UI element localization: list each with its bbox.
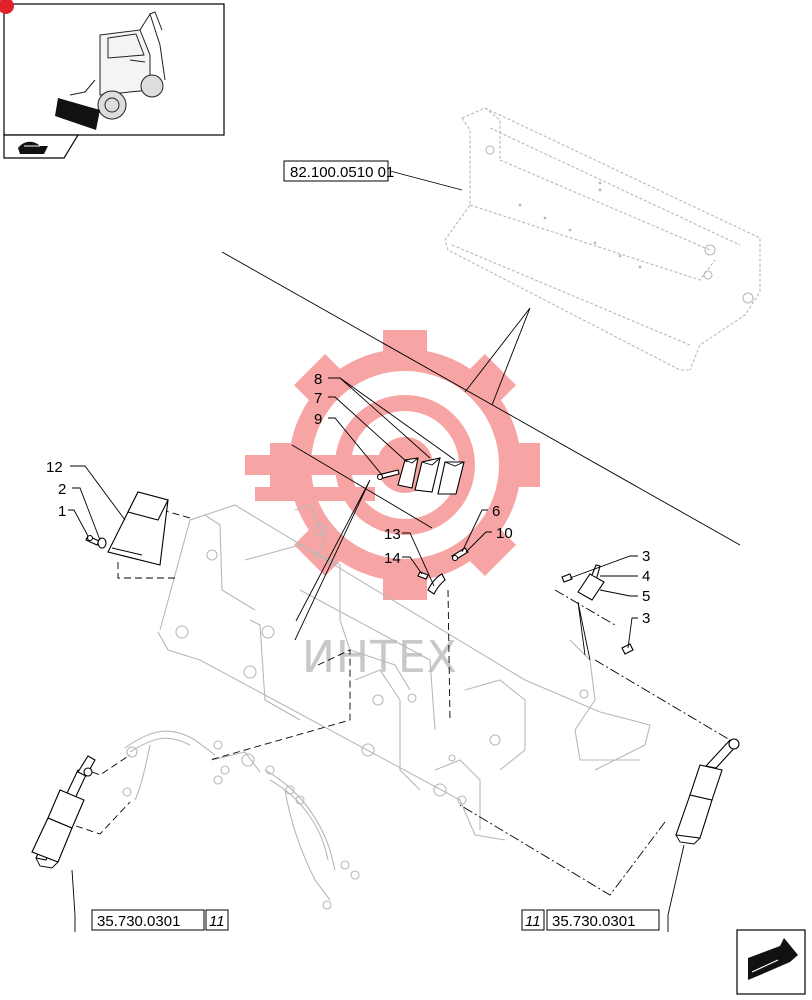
- part-12-cover[interactable]: [107, 491, 169, 566]
- callout-8: 8: [314, 371, 322, 388]
- part-7-8-wear-pads[interactable]: [397, 457, 465, 495]
- ref-cyl-left-text: 35.730.0301: [97, 913, 180, 930]
- ref-cyl-right-page: 11: [525, 913, 541, 930]
- bucket-ghost: [444, 107, 761, 371]
- hydraulic-hoses-ghost: [122, 730, 360, 910]
- bucket-v-leader: [464, 307, 531, 406]
- ref-box-bucket[interactable]: 82.100.0510 01: [283, 160, 394, 182]
- part-14-bolt[interactable]: [417, 571, 429, 580]
- part-13-plate[interactable]: [427, 573, 446, 595]
- callout-14: 14: [384, 550, 401, 567]
- chain-connector: [594, 659, 731, 741]
- watermark-gear-logo: [245, 330, 540, 600]
- callout-1: 1: [58, 503, 66, 520]
- callout-12: 12: [46, 459, 63, 476]
- frame-v-leader-left: [294, 479, 371, 641]
- callout-9: 9: [314, 411, 322, 428]
- separator-line: [221, 251, 741, 546]
- pad-line: [291, 444, 433, 529]
- ref-box-cylinder-left[interactable]: 35.730.0301 11: [91, 909, 229, 931]
- callout-13: 13: [384, 526, 401, 543]
- callout-10: 10: [496, 525, 513, 542]
- part-3-clip-top[interactable]: [561, 573, 573, 583]
- ref-bucket-text: 82.100.0510 01: [290, 164, 394, 181]
- hydraulic-cylinder-left[interactable]: [31, 755, 96, 869]
- bucket-ref-leader: [389, 170, 463, 191]
- chain-connector: [459, 804, 666, 896]
- next-page-arrow-icon[interactable]: [736, 929, 806, 995]
- callout-4: 4: [642, 568, 650, 585]
- part-3-clip-bottom[interactable]: [621, 643, 634, 655]
- ref-cyl-right-text: 35.730.0301: [552, 913, 635, 930]
- dashed-connector: [117, 562, 178, 579]
- book-arrow-icon[interactable]: [3, 134, 80, 159]
- callout-leaders: [68, 377, 685, 932]
- callout-6: 6: [492, 503, 500, 520]
- frame-v-leader-right: [577, 601, 591, 661]
- ref-box-cylinder-right[interactable]: 11 35.730.0301: [521, 909, 660, 931]
- backhoe-loader-thumbnail-icon: [0, 0, 225, 136]
- dashed-connector: [75, 801, 131, 835]
- callout-5: 5: [642, 588, 650, 605]
- callout-3-bottom: 3: [642, 610, 650, 627]
- ref-cyl-left-page: 11: [209, 913, 225, 930]
- callout-2: 2: [58, 481, 66, 498]
- loader-frame-ghost: [157, 504, 651, 841]
- hydraulic-cylinder-right[interactable]: [675, 738, 740, 845]
- part-1-bolt[interactable]: [85, 534, 100, 546]
- part-2-washer[interactable]: [97, 537, 107, 549]
- watermark-text: ИНТЕХ: [302, 632, 458, 683]
- callout-3-top: 3: [642, 548, 650, 565]
- part-6-10-pin[interactable]: [451, 547, 469, 562]
- chain-connector: [554, 589, 616, 626]
- dashed-connector: [209, 649, 351, 761]
- part-9-bolt[interactable]: [376, 469, 400, 481]
- callout-7: 7: [314, 390, 322, 407]
